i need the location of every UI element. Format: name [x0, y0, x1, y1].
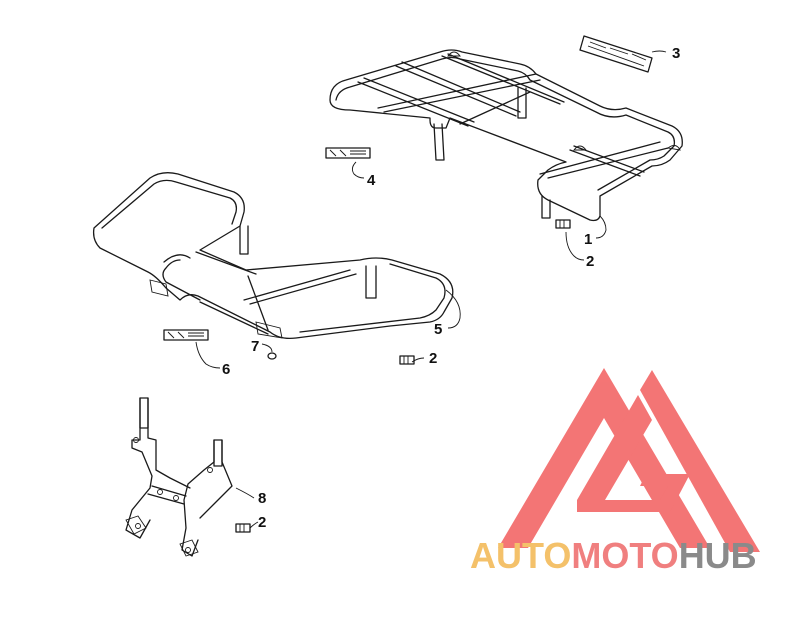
callout-3: 3 [672, 45, 680, 62]
rear-rack [329, 49, 683, 222]
bolt-rear [555, 219, 571, 229]
logo-text-hub: HUB [678, 535, 757, 576]
callout-2-front: 2 [429, 350, 437, 367]
front-support-bracket [125, 397, 233, 557]
callout-7: 7 [251, 338, 259, 355]
callout-5: 5 [434, 321, 442, 338]
automotohub-logo-mark [498, 368, 760, 552]
bolt-front [399, 355, 415, 365]
leader-lines [195, 50, 667, 529]
callout-4: 4 [367, 172, 376, 189]
callout-6: 6 [222, 361, 230, 378]
callout-2-rear: 2 [586, 253, 594, 270]
callout-1: 1 [584, 231, 592, 248]
callout-8: 8 [258, 490, 266, 507]
front-rack [92, 172, 454, 340]
automotohub-logo-text: AUTOMOTOHUB [470, 535, 800, 577]
logo-text-auto: AUTO [470, 535, 572, 576]
callout-2-support: 2 [258, 514, 266, 531]
decal-4 [325, 147, 371, 159]
logo-text-moto: MOTO [571, 535, 679, 576]
decal-3 [579, 35, 653, 73]
bolt-support [235, 523, 251, 533]
washer-7 [267, 352, 277, 360]
decal-6 [163, 329, 209, 341]
